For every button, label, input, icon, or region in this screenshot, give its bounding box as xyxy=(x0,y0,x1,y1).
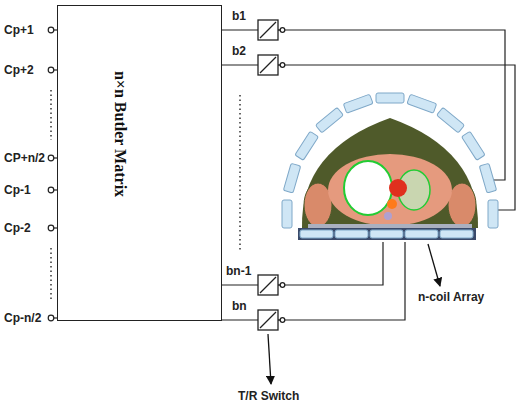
coil-elements xyxy=(282,93,498,228)
switch-label: T/R Switch xyxy=(238,389,299,403)
leader-arrow xyxy=(428,244,440,286)
coil-element xyxy=(283,163,300,193)
coil-bottom-row xyxy=(298,228,476,240)
butler-matrix-box: n×n Butler Matrix xyxy=(57,5,222,321)
block-title: n×n Butler Matrix xyxy=(111,71,129,197)
port-label: Cp-2 xyxy=(4,221,31,235)
coil-element xyxy=(282,200,292,228)
output-label: bn-1 xyxy=(226,264,251,278)
output-label: b1 xyxy=(232,9,246,23)
port-label: CP+n/2 xyxy=(4,151,45,165)
coil-element xyxy=(407,94,437,113)
body-cross-section xyxy=(302,118,478,228)
coil-element xyxy=(376,93,404,103)
coil-element xyxy=(343,94,373,113)
coil-element xyxy=(488,200,498,228)
port-label: Cp-n/2 xyxy=(4,311,41,325)
port-wires xyxy=(48,27,57,321)
tr-switch-symbols xyxy=(258,20,285,330)
coil-element xyxy=(462,131,486,160)
port-label: Cp+2 xyxy=(4,63,34,77)
coil-element xyxy=(315,107,343,132)
port-label: Cp+1 xyxy=(4,23,34,37)
leader-arrow xyxy=(268,334,271,384)
coil-element xyxy=(479,163,496,193)
output-label: bn xyxy=(232,299,247,313)
array-label: n-coil Array xyxy=(418,290,484,304)
port-label: Cp-1 xyxy=(4,183,31,197)
output-wires xyxy=(222,30,515,320)
coil-element xyxy=(295,131,319,160)
coil-element xyxy=(437,107,465,132)
output-label: b2 xyxy=(232,44,246,58)
